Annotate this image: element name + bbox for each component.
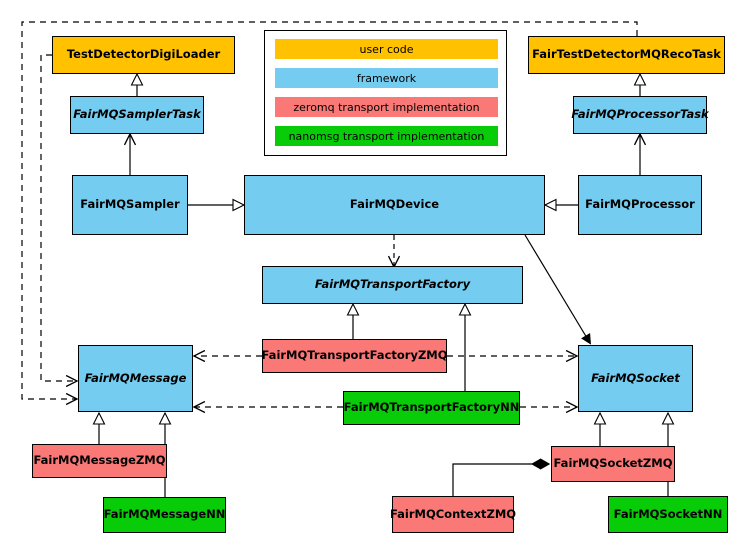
class-node-FairMQMessageNN[interactable]: FairMQMessageNN — [103, 497, 226, 533]
class-node-label: FairMQTransportFactoryNN — [343, 400, 520, 415]
class-node-FairTestDetectorMQRecoTask[interactable]: FairTestDetectorMQRecoTask — [528, 36, 725, 74]
class-node-FairMQTransportFactoryNN[interactable]: FairMQTransportFactoryNN — [343, 391, 520, 425]
class-node-label: FairMQMessageZMQ — [33, 453, 166, 468]
legend-panel: user code framework zeromq transport imple… — [264, 30, 507, 156]
class-node-FairMQTransportFactory[interactable]: FairMQTransportFactory — [262, 266, 523, 304]
class-node-FairMQSamplerTask[interactable]: FairMQSamplerTask — [70, 96, 204, 134]
legend-item-label: nanomsg transport implementation — [288, 129, 485, 143]
class-node-label: FairTestDetectorMQRecoTask — [532, 47, 721, 62]
class-node-FairMQSocketNN[interactable]: FairMQSocketNN — [608, 496, 728, 533]
class-node-FairMQContextZMQ[interactable]: FairMQContextZMQ — [389, 496, 517, 533]
class-node-FairMQSocket[interactable]: FairMQSocket — [578, 345, 693, 412]
edge-contextzmq-to-socketzmq — [452, 458, 551, 496]
class-node-label: FairMQProcessor — [585, 197, 695, 212]
class-node-label: FairMQSocketNN — [613, 506, 723, 521]
class-node-label: FairMQTransportFactoryZMQ — [261, 348, 448, 363]
class-node-label: FairMQSocket — [591, 370, 680, 385]
class-node-label: FairMQSampler — [80, 197, 180, 212]
class-node-label: TestDetectorDigiLoader — [66, 47, 221, 62]
class-node-FairMQTransportFactoryZMQ[interactable]: FairMQTransportFactoryZMQ — [261, 339, 448, 373]
class-node-FairMQMessageZMQ[interactable]: FairMQMessageZMQ — [32, 444, 167, 478]
legend-item-user: user code — [275, 39, 498, 59]
class-node-FairMQSampler[interactable]: FairMQSampler — [72, 175, 188, 235]
class-node-label: FairMQDevice — [349, 197, 440, 212]
class-node-TestDetectorDigiLoader[interactable]: TestDetectorDigiLoader — [52, 36, 235, 74]
legend-item-label: zeromq transport implementation — [293, 100, 480, 114]
class-node-label: FairMQProcessorTask — [571, 107, 709, 122]
class-node-FairMQSocketZMQ[interactable]: FairMQSocketZMQ — [551, 446, 675, 482]
legend-item-label: user code — [359, 42, 414, 56]
class-node-label: FairMQMessage — [84, 370, 187, 385]
class-node-label: FairMQTransportFactory — [314, 277, 471, 292]
edge-device-to-socket — [524, 234, 590, 343]
legend-item-zmq: zeromq transport implementation — [275, 97, 498, 117]
legend-item-fw: framework — [275, 68, 498, 88]
class-node-label: FairMQMessageNN — [103, 507, 226, 522]
legend-item-label: framework — [356, 71, 417, 85]
edge-recotask-to-message — [21, 21, 638, 399]
class-node-FairMQProcessor[interactable]: FairMQProcessor — [578, 175, 702, 235]
class-node-FairMQDevice[interactable]: FairMQDevice — [244, 175, 545, 235]
class-node-FairMQMessage[interactable]: FairMQMessage — [78, 345, 193, 412]
class-node-label: FairMQSocketZMQ — [553, 456, 673, 471]
class-node-FairMQProcessorTask[interactable]: FairMQProcessorTask — [571, 96, 709, 134]
class-node-label: FairMQContextZMQ — [389, 506, 517, 521]
class-node-label: FairMQSamplerTask — [73, 107, 201, 122]
edge-digiloader-to-message — [40, 54, 76, 381]
legend-item-nn: nanomsg transport implementation — [275, 126, 498, 146]
